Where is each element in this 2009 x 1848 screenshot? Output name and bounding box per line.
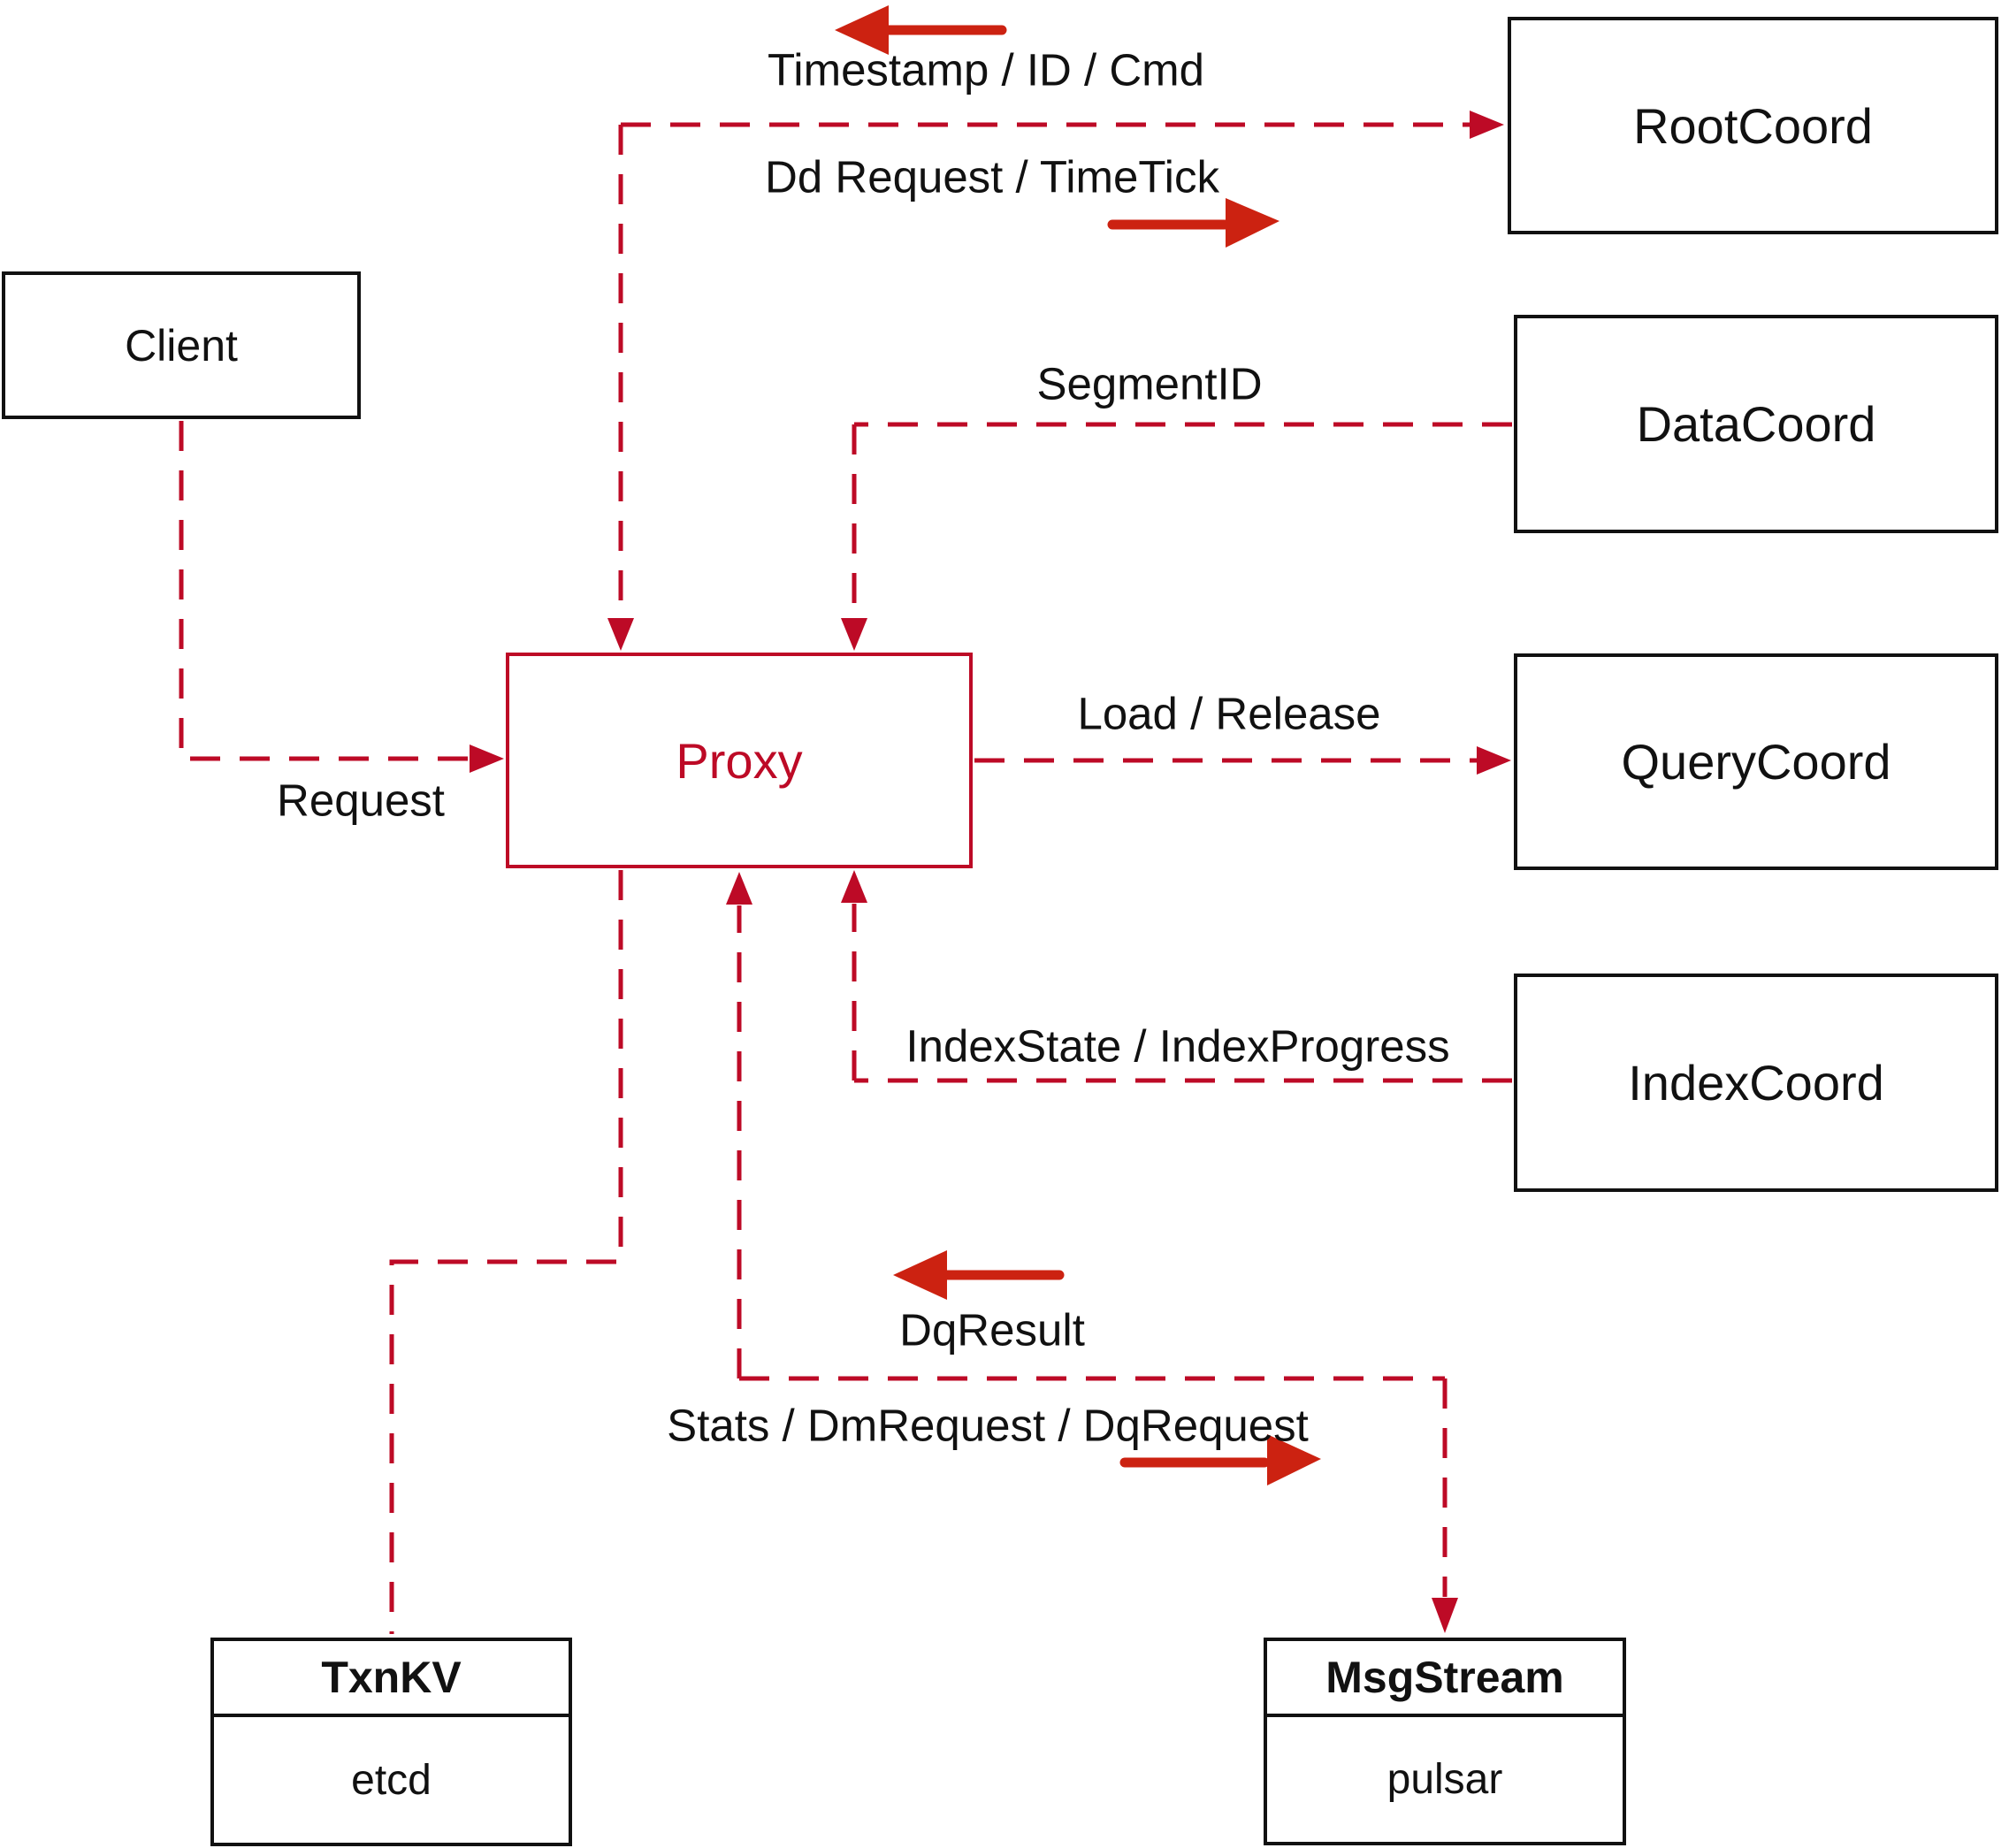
- node-querycoord-label: QueryCoord: [1621, 734, 1891, 790]
- edge-client-proxy: [179, 421, 470, 761]
- arrowhead-into-msgstream: [1432, 1598, 1458, 1633]
- edge-label-dd-request-timetick: Dd Request / TimeTick: [765, 151, 1219, 202]
- node-msgstream-subtitle: pulsar: [1386, 1756, 1503, 1803]
- edge-label-dqresult: DqResult: [899, 1304, 1085, 1355]
- edge-label-indexstate-indexprogress: IndexState / IndexProgress: [905, 1020, 1450, 1072]
- arrowhead-into-proxy-bottom-right: [841, 870, 867, 903]
- arrowhead-into-proxy-left: [470, 745, 504, 773]
- edge-label-stats-dmrequest-dqrequest: Stats / DmRequest / DqRequest: [667, 1400, 1309, 1451]
- node-proxy-label: Proxy: [676, 732, 803, 789]
- node-msgstream: MsgStream pulsar: [1264, 1638, 1626, 1845]
- arrowhead-into-rootcoord: [1470, 111, 1504, 139]
- node-txnkv-subtitle: etcd: [351, 1756, 432, 1804]
- node-txnkv-title: TxnKV: [214, 1641, 569, 1717]
- arrowhead-into-proxy-bottom-center: [726, 872, 752, 905]
- node-txnkv: TxnKV etcd: [210, 1638, 572, 1846]
- node-msgstream-title: MsgStream: [1267, 1641, 1623, 1717]
- arrowhead-left-dqresult: [893, 1250, 947, 1300]
- node-proxy: Proxy: [506, 653, 973, 868]
- arrowhead-left-timestamp: [835, 5, 889, 55]
- edge-label-request: Request: [277, 775, 445, 826]
- arrowhead-right-stats: [1267, 1434, 1321, 1485]
- node-rootcoord: RootCoord: [1508, 17, 1998, 234]
- edge-label-timestamp-id-cmd: Timestamp / ID / Cmd: [767, 44, 1205, 95]
- node-datacoord: DataCoord: [1514, 315, 1998, 533]
- edge-label-segment-id: SegmentID: [1036, 358, 1263, 409]
- edge-proxy-txnkv: [389, 870, 623, 1634]
- arrowhead-into-proxy-top-right: [841, 618, 867, 651]
- node-client-label: Client: [125, 320, 238, 370]
- node-querycoord: QueryCoord: [1514, 653, 1998, 870]
- node-datacoord-label: DataCoord: [1636, 396, 1876, 452]
- arrowhead-into-proxy-top-left: [607, 618, 634, 651]
- node-indexcoord: IndexCoord: [1514, 974, 1998, 1192]
- node-indexcoord-label: IndexCoord: [1628, 1055, 1884, 1111]
- arrowhead-into-querycoord: [1477, 746, 1511, 775]
- arrowhead-right-ddrequest: [1226, 198, 1279, 248]
- node-client: Client: [2, 271, 361, 419]
- edge-label-load-release: Load / Release: [1077, 688, 1381, 739]
- node-rootcoord-label: RootCoord: [1633, 97, 1873, 154]
